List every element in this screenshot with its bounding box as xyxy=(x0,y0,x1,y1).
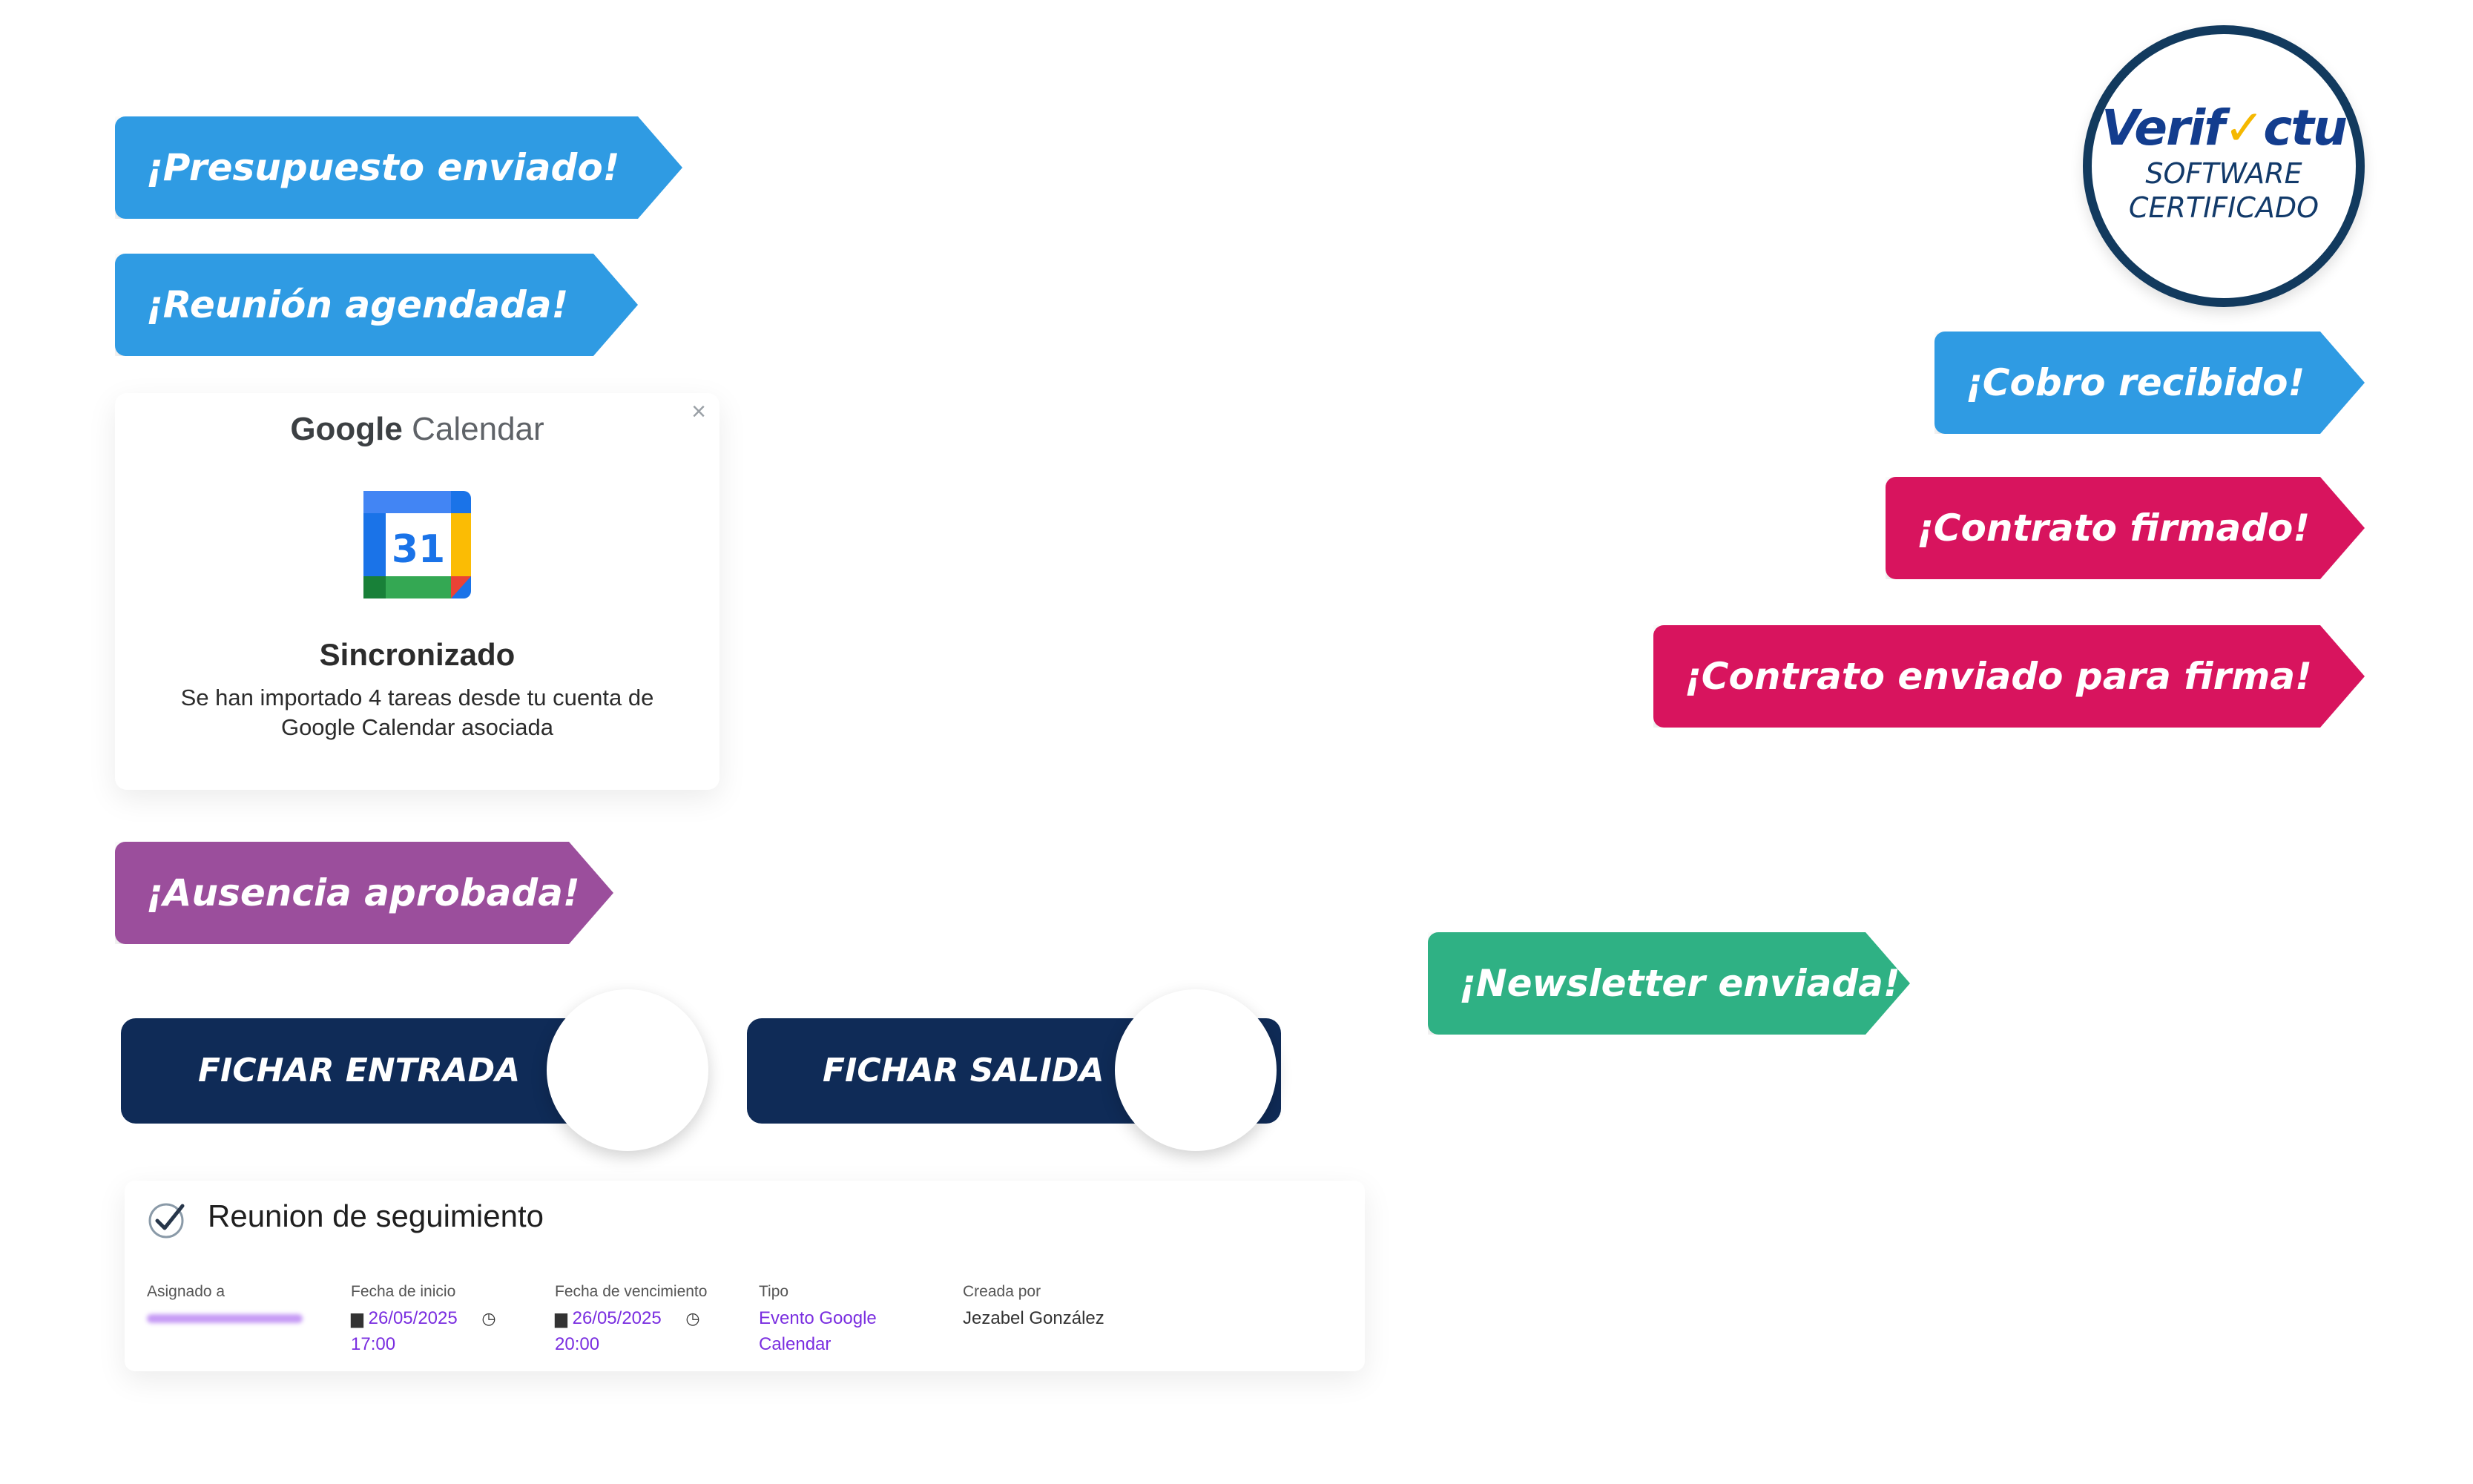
gcal-card-heading: Sincronizado xyxy=(319,637,516,672)
verifactu-logo: Verif✓ctu xyxy=(2101,99,2348,156)
task-tipo: Tipo Evento Google Calendar xyxy=(759,1283,877,1354)
tag-ausencia-aprobada: ¡Ausencia aprobada! xyxy=(115,842,613,944)
tag-cobro-recibido: ¡Cobro recibido! xyxy=(1934,332,2365,434)
clock-icon: ◷ xyxy=(481,1309,496,1328)
assignee-blurred xyxy=(147,1314,303,1323)
google-calendar-card: × Google Calendar 31 Sincronizado Se han… xyxy=(115,393,719,790)
verifactu-badge: Verif✓ctu SOFTWARE CERTIFICADO xyxy=(2083,25,2365,307)
task-asignado: Asignado a xyxy=(147,1283,303,1323)
gcal-card-body: Se han importado 4 tareas desde tu cuent… xyxy=(180,685,654,740)
task-card: Reunion de seguimiento Asignado a Fecha … xyxy=(125,1181,1365,1371)
fichar-entrada-label: FICHAR ENTRADA xyxy=(198,1052,521,1089)
task-title: Reunion de seguimiento xyxy=(208,1198,544,1233)
calendar-icon: ▆ xyxy=(351,1309,363,1328)
tag-presupuesto-enviado: ¡Presupuesto enviado! xyxy=(115,116,682,219)
fichar-entrada-toggle[interactable] xyxy=(547,989,708,1151)
tag-contrato-firmado: ¡Contrato firmado! xyxy=(1886,477,2365,579)
tag-contrato-enviado: ¡Contrato enviado para firma! xyxy=(1653,625,2365,728)
google-calendar-icon: 31 xyxy=(363,491,471,598)
close-icon[interactable]: × xyxy=(691,398,706,426)
checkmark-circle-icon[interactable] xyxy=(147,1198,188,1240)
task-creada-por: Creada por Jezabel González xyxy=(963,1283,1104,1328)
badge-line-software: SOFTWARE xyxy=(2145,157,2302,190)
clock-icon: ◷ xyxy=(685,1309,700,1328)
check-icon: ✓ xyxy=(2223,99,2265,156)
calendar-icon: ▆ xyxy=(555,1309,567,1328)
task-fecha-inicio: Fecha de inicio ▆ 26/05/2025 ◷ 17:00 xyxy=(351,1283,496,1354)
badge-line-certificado: CERTIFICADO xyxy=(2128,191,2319,224)
gcal-icon-day: 31 xyxy=(392,527,445,572)
task-fecha-vencimiento: Fecha de vencimiento ▆ 26/05/2025 ◷ 20:0… xyxy=(555,1283,708,1354)
tag-reunion-agendada: ¡Reunión agendada! xyxy=(115,254,638,356)
tag-newsletter-enviada: ¡Newsletter enviada! xyxy=(1428,932,1910,1035)
gcal-card-title: Google Calendar xyxy=(290,411,544,447)
fichar-salida-label: FICHAR SALIDA xyxy=(823,1052,1104,1089)
fichar-salida-toggle[interactable] xyxy=(1115,989,1277,1151)
